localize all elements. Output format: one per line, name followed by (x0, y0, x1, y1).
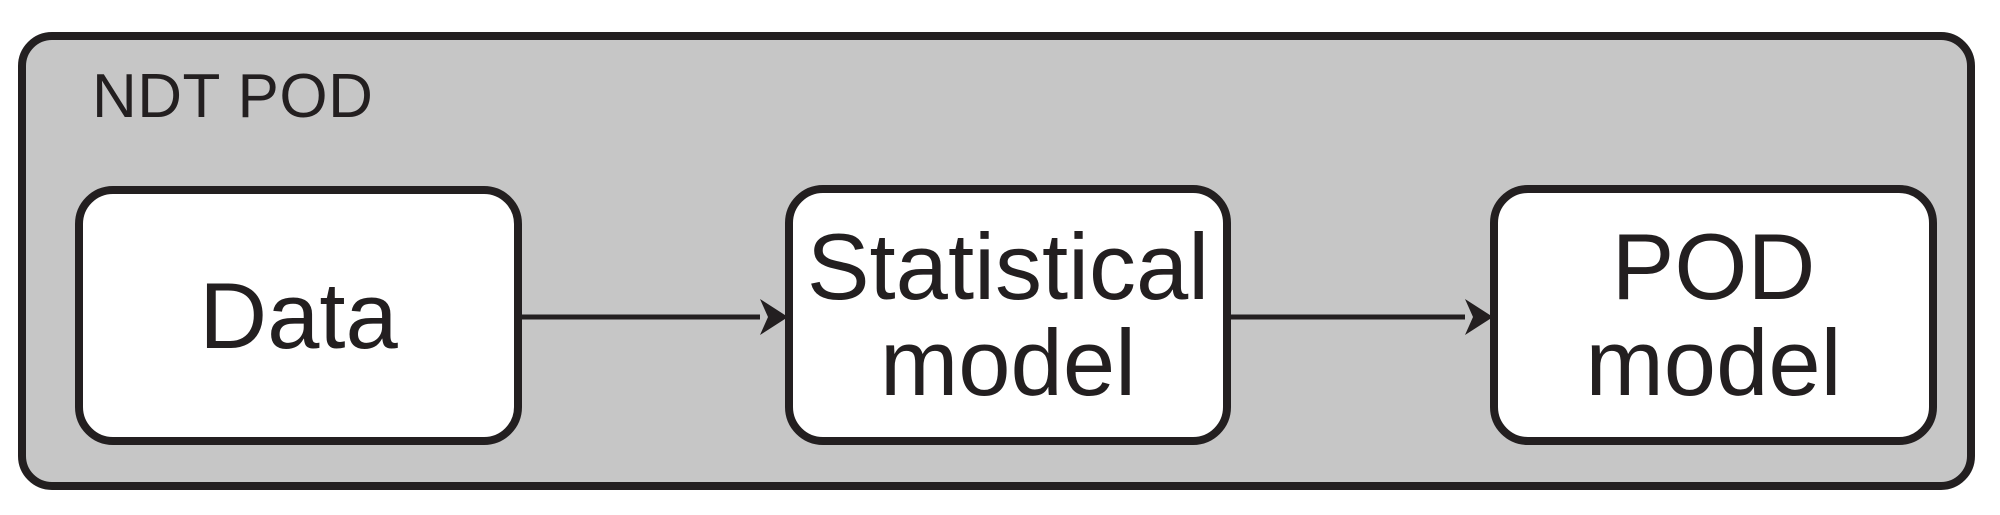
arrowhead-icon (1465, 299, 1493, 335)
node-statistical-model-label: Statistical model (806, 214, 1210, 415)
connector-data-to-statistical (522, 287, 788, 347)
node-data[interactable]: Data (75, 186, 522, 445)
node-pod-model-label: POD model (1585, 214, 1842, 415)
node-data-label: Data (199, 262, 398, 368)
ndt-pod-group-container: NDT POD Data Statistical model POD model (18, 32, 1975, 490)
node-pod-model[interactable]: POD model (1490, 185, 1937, 445)
node-statistical-model[interactable]: Statistical model (785, 185, 1231, 445)
connector-statistical-to-pod (1230, 287, 1493, 347)
group-title-label: NDT POD (92, 62, 374, 131)
arrowhead-icon (760, 299, 788, 335)
